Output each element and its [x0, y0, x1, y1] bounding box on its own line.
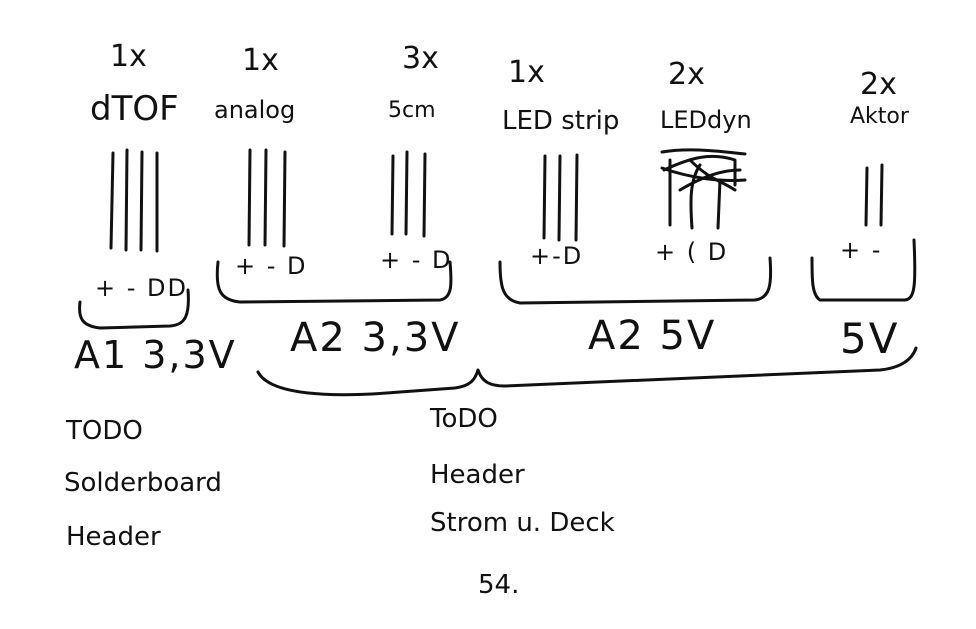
qty-aktor: 2x [860, 67, 897, 102]
qty-analog: 1x [242, 43, 279, 78]
a1-bracket [78, 288, 190, 330]
todo-right-line-1: Header [430, 460, 525, 490]
pins-leddyn: + ( D [655, 238, 729, 266]
a2-5-bracket [498, 256, 773, 305]
name-leddyn: LEDdyn [660, 106, 752, 134]
name-dtof: dTOF [90, 89, 179, 129]
v5-bracket [810, 238, 917, 302]
qty-dtof: 1x [110, 39, 147, 74]
rail-a1: A1 3,3V [74, 333, 237, 377]
todo-left-line-1: Solderboard [64, 468, 222, 498]
name-5cm: 5cm [388, 98, 436, 123]
a2-33-bracket [215, 260, 453, 304]
todo-right-title: ToDO [430, 404, 498, 434]
rail-a2-5: A2 5V [588, 313, 717, 359]
5cm-wires [390, 150, 427, 238]
leddyn-wires [660, 148, 747, 230]
pins-analog: + - D [235, 252, 308, 280]
aktor-wires [864, 163, 884, 227]
rail-a2-33: A2 3,3V [290, 315, 461, 361]
pins-dtof: + - DD [95, 274, 188, 302]
pins-5cm: + - D [380, 246, 453, 274]
dtof-wires [109, 148, 159, 253]
pins-ledstrip: +-D [530, 242, 584, 270]
todo-right-line-2: Strom u. Deck [430, 508, 615, 538]
analog-wires [247, 148, 287, 248]
qty-5cm: 3x [402, 41, 439, 76]
grouping-brace [256, 346, 918, 397]
qty-leddyn: 2x [668, 57, 705, 92]
todo-left-title: TODO [66, 416, 143, 446]
ledstrip-wires [542, 153, 579, 242]
rail-5v: 5V [840, 314, 900, 363]
name-ledstrip: LED strip [502, 106, 620, 136]
todo-right-extra: 54. [478, 570, 520, 600]
pins-aktor: + - [840, 236, 883, 264]
name-analog: analog [214, 96, 296, 124]
name-aktor: Aktor [850, 104, 909, 129]
qty-ledstrip: 1x [508, 55, 545, 90]
todo-left-line-2: Header [66, 522, 161, 552]
